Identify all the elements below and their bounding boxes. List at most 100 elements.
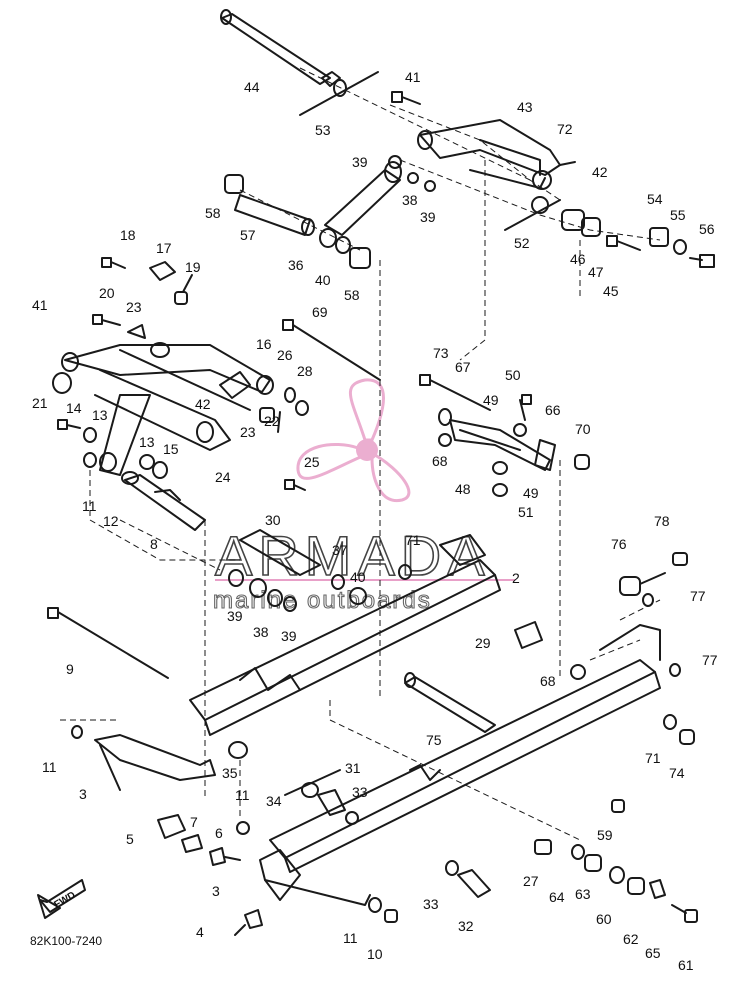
fwd-arrow-icon: FWD	[37, 879, 86, 919]
callout-58: 58	[205, 205, 221, 221]
fasteners-5-7-icon	[157, 814, 241, 866]
callout-65: 65	[645, 945, 661, 961]
link-12-icon	[57, 394, 168, 479]
callout-30: 30	[265, 512, 281, 528]
callout-14: 14	[66, 400, 82, 416]
callout-2: 2	[512, 570, 520, 586]
callout-10: 10	[367, 946, 383, 962]
callout-52: 52	[514, 235, 530, 251]
callout-42: 42	[195, 396, 211, 412]
callout-71: 71	[405, 532, 421, 548]
callout-7: 7	[190, 814, 198, 830]
callout-51: 51	[518, 504, 534, 520]
callout-74: 74	[669, 765, 685, 781]
callout-18: 18	[120, 227, 136, 243]
callout-38: 38	[253, 624, 269, 640]
callout-31: 31	[345, 760, 361, 776]
callout-11: 11	[235, 787, 250, 803]
callout-41: 41	[405, 69, 421, 85]
callout-42: 42	[592, 164, 608, 180]
part-shapes: FWD	[37, 9, 715, 936]
bolt-41-top-icon	[391, 91, 421, 105]
callout-17: 17	[156, 240, 172, 256]
callout-55: 55	[670, 207, 686, 223]
callout-60: 60	[596, 911, 612, 927]
callout-41: 41	[32, 297, 48, 313]
callout-26: 26	[277, 347, 293, 363]
callout-8: 8	[150, 536, 158, 552]
rear-fasteners-icon	[534, 799, 698, 923]
callout-9: 9	[66, 661, 74, 677]
callout-68: 68	[540, 673, 556, 689]
callout-11: 11	[82, 498, 97, 514]
propeller-logo-icon	[296, 378, 411, 503]
fasteners-22-28-icon	[259, 387, 309, 491]
callout-labels: 4453414372393839425857364058524647455455…	[32, 69, 718, 973]
callout-49: 49	[483, 392, 499, 408]
callout-43: 43	[517, 99, 533, 115]
callout-19: 19	[185, 259, 201, 275]
callout-48: 48	[455, 481, 471, 497]
pin-57-icon	[224, 174, 315, 236]
callout-33: 33	[352, 784, 368, 800]
callout-75: 75	[426, 732, 442, 748]
block-54-56-icon	[649, 227, 715, 268]
callout-56: 56	[699, 221, 715, 237]
callout-24: 24	[215, 469, 231, 485]
callout-64: 64	[549, 889, 565, 905]
callout-71: 71	[645, 750, 661, 766]
callout-53: 53	[315, 122, 331, 138]
callout-39: 39	[227, 608, 243, 624]
callout-32: 32	[458, 918, 474, 934]
slide-rail-left-icon	[94, 534, 501, 791]
callout-20: 20	[99, 285, 115, 301]
callout-47: 47	[588, 264, 604, 280]
callout-40: 40	[350, 569, 366, 585]
callout-39: 39	[281, 628, 297, 644]
alignment-lines	[60, 67, 661, 841]
watermark-title: ARMADA	[215, 524, 491, 587]
stopper-76-78-icon	[619, 552, 688, 677]
lower-parts-icon	[71, 725, 491, 936]
callout-58: 58	[344, 287, 360, 303]
callout-11: 11	[343, 930, 358, 946]
callout-68: 68	[432, 453, 448, 469]
callout-78: 78	[654, 513, 670, 529]
callout-54: 54	[647, 191, 663, 207]
axle-75-icon	[404, 672, 496, 733]
diagram-code: 82K100-7240	[30, 934, 102, 948]
slide-rail-right-icon	[259, 624, 695, 906]
callout-40: 40	[315, 272, 331, 288]
callout-13: 13	[139, 434, 155, 450]
callout-72: 72	[557, 121, 573, 137]
callout-39: 39	[420, 209, 436, 225]
callout-62: 62	[623, 931, 639, 947]
spacers-31-34-icon	[236, 769, 359, 835]
callout-59: 59	[597, 827, 613, 843]
callout-29: 29	[475, 635, 491, 651]
callout-36: 36	[288, 257, 304, 273]
pin-set-45-47-icon	[504, 196, 641, 251]
spacers-30-40-icon	[228, 529, 412, 612]
callout-57: 57	[240, 227, 256, 243]
callout-12: 12	[103, 513, 119, 529]
callout-45: 45	[603, 283, 619, 299]
shaft-44-icon	[220, 9, 341, 87]
callout-44: 44	[244, 79, 260, 95]
bolt-9-icon	[47, 607, 169, 679]
pad-8-icon	[121, 471, 206, 531]
callout-61: 61	[678, 957, 694, 973]
callout-49: 49	[523, 485, 539, 501]
callout-15: 15	[163, 441, 179, 457]
block-29-icon	[514, 621, 543, 649]
svg-text:FWD: FWD	[52, 890, 77, 911]
callout-73: 73	[433, 345, 449, 361]
callout-34: 34	[266, 793, 282, 809]
callout-28: 28	[297, 363, 313, 379]
callout-37: 37	[332, 542, 348, 558]
front-arm-16-icon	[52, 342, 274, 451]
callout-22: 22	[264, 413, 280, 429]
spring-53-icon	[299, 71, 379, 116]
callout-11: 11	[42, 759, 57, 775]
